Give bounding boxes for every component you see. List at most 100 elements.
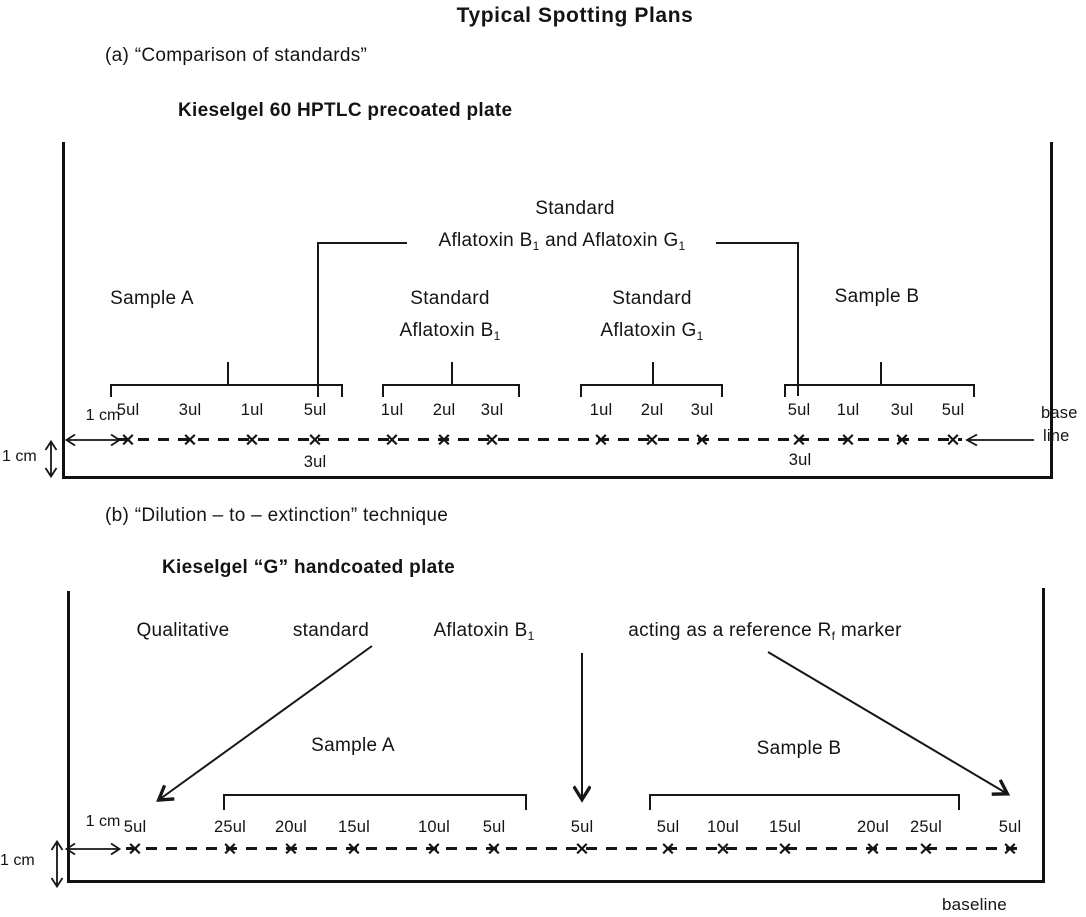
baseline-b [126, 847, 1022, 850]
spot-volume-label: 5ul [998, 818, 1022, 836]
spot-volume-label: 1ul [589, 401, 613, 419]
annotation-qualitative: Qualitative [136, 620, 230, 641]
margin-v-label-a: 1 cm [2, 448, 37, 465]
annotation-aflatoxin-name: Aflatoxin B [433, 620, 528, 641]
spot-volume-label: 5ul [123, 818, 147, 836]
standard-g1-sublabel: Aflatoxin G1 [600, 320, 703, 343]
double-arrow-horizontal-icon [64, 842, 122, 856]
spot-volume-label: 5ul [941, 401, 965, 419]
annotation-aflatoxin-subscript: 1 [527, 629, 535, 643]
spot-volume-label: 10ul [418, 818, 450, 836]
spot-mark: × [486, 837, 502, 860]
arrow-aflatoxin-to-mid-spot-icon [573, 653, 591, 803]
spot-mark: × [283, 837, 299, 860]
spot-volume-label: 15ul [338, 818, 370, 836]
standard-mix-label: Aflatoxin B1 and Aflatoxin G1 [438, 230, 685, 253]
spot-mark: × [182, 428, 198, 451]
spot-volume-label: 3ul [178, 401, 202, 419]
mix-connector-right-horizontal [716, 242, 799, 244]
spot-volume-label: 1ul [240, 401, 264, 419]
mix-connector-left-vertical [317, 242, 319, 397]
spot-mark: × [346, 837, 362, 860]
spot-volume-label: 3ul [480, 401, 504, 419]
spot-volume-label: 15ul [769, 818, 801, 836]
annotation-reference-marker: acting as a reference Rf marker [628, 620, 901, 643]
page-title: Typical Spotting Plans [456, 4, 694, 27]
spot-volume-label: 2ul [432, 401, 456, 419]
double-arrow-vertical-icon [50, 839, 64, 889]
spot-mark: × [894, 428, 910, 451]
arrow-standard-to-qual-spot-icon [156, 645, 373, 802]
plate-a-left-edge [62, 142, 65, 479]
standard-g1-label: Standard [612, 288, 692, 309]
spot-mark: × [436, 428, 452, 451]
standard-b1-label: Standard [410, 288, 490, 309]
spot-mark: × [384, 428, 400, 451]
spot-volume-label: 10ul [707, 818, 739, 836]
spot-mark: × [127, 837, 143, 860]
plate-a-bottom-edge [62, 476, 1053, 479]
spot-mark: × [644, 428, 660, 451]
annotation-ref-part1: acting as a reference R [628, 620, 832, 641]
baseline-caption-b: baseline [942, 895, 1007, 914]
standard-mix-part2: and Aflatoxin G [539, 230, 679, 251]
spot-mark: × [694, 428, 710, 451]
spot-mark: × [660, 837, 676, 860]
bracket-sample-a [110, 362, 343, 397]
standard-mix-title: Standard [535, 198, 615, 219]
plate-b-title: Kieselgel “G” handcoated plate [162, 557, 456, 578]
sample-b-label-b: Sample B [756, 738, 842, 759]
bracket-standard-g1 [580, 362, 723, 397]
plate-a-title: Kieselgel 60 HPTLC precoated plate [178, 100, 513, 121]
spot-mark: × [791, 428, 807, 451]
spot-mark: × [777, 837, 793, 860]
plate-b-bottom-edge [67, 880, 1045, 883]
standard-g1-subscript: 1 [696, 329, 704, 343]
sample-a-label-b: Sample A [311, 735, 395, 756]
spot-volume-label: 5ul [570, 818, 594, 836]
standard-mix-part1: Aflatoxin B [438, 230, 533, 251]
spot-volume-label: 1ul [836, 401, 860, 419]
sample-b-label: Sample B [834, 286, 920, 307]
standard-b1-name: Aflatoxin B [399, 320, 494, 341]
bracket-sample-b-b [649, 794, 960, 810]
spot-mark: × [244, 428, 260, 451]
spot-mark: × [715, 837, 731, 860]
bracket-sample-a-b [223, 794, 527, 810]
baseline-pointer-arrow-icon [965, 433, 1034, 447]
spot-mark: × [307, 428, 323, 451]
spot-mark: × [865, 837, 881, 860]
standard-g1-name: Aflatoxin G [600, 320, 697, 341]
spot-mark: × [840, 428, 856, 451]
spot-volume-label: 2ul [640, 401, 664, 419]
margin-h-label-b: 1 cm [85, 813, 121, 830]
costd-label-right: 3ul [788, 451, 812, 469]
plate-b-left-edge [67, 591, 70, 883]
baseline-a [118, 438, 962, 441]
standard-mix-sub1: 1 [532, 239, 540, 253]
baseline-caption-a-line2: line [1043, 427, 1070, 445]
spot-volume-label: 20ul [275, 818, 307, 836]
spot-volume-label: 5ul [787, 401, 811, 419]
spot-mark: × [918, 837, 934, 860]
bracket-sample-b [784, 362, 975, 397]
spot-volume-label: 25ul [214, 818, 246, 836]
spot-mark: × [484, 428, 500, 451]
spot-volume-label: 5ul [482, 818, 506, 836]
plate-b-right-edge [1042, 588, 1045, 883]
spot-mark: × [593, 428, 609, 451]
annotation-ref-part2: marker [835, 620, 902, 641]
standard-mix-sub2: 1 [678, 239, 686, 253]
bracket-standard-b1 [382, 362, 520, 397]
spot-volume-label: 5ul [303, 401, 327, 419]
margin-v-label-b: 1 cm [0, 852, 35, 869]
section-b-heading: (b) “Dilution – to – extinction” techniq… [105, 505, 449, 526]
spot-volume-label: 3ul [890, 401, 914, 419]
spot-mark: × [222, 837, 238, 860]
mix-connector-left-horizontal [319, 242, 407, 244]
spot-volume-label: 25ul [910, 818, 942, 836]
spot-mark: × [574, 837, 590, 860]
spot-mark: × [120, 428, 136, 451]
spot-volume-label: 20ul [857, 818, 889, 836]
